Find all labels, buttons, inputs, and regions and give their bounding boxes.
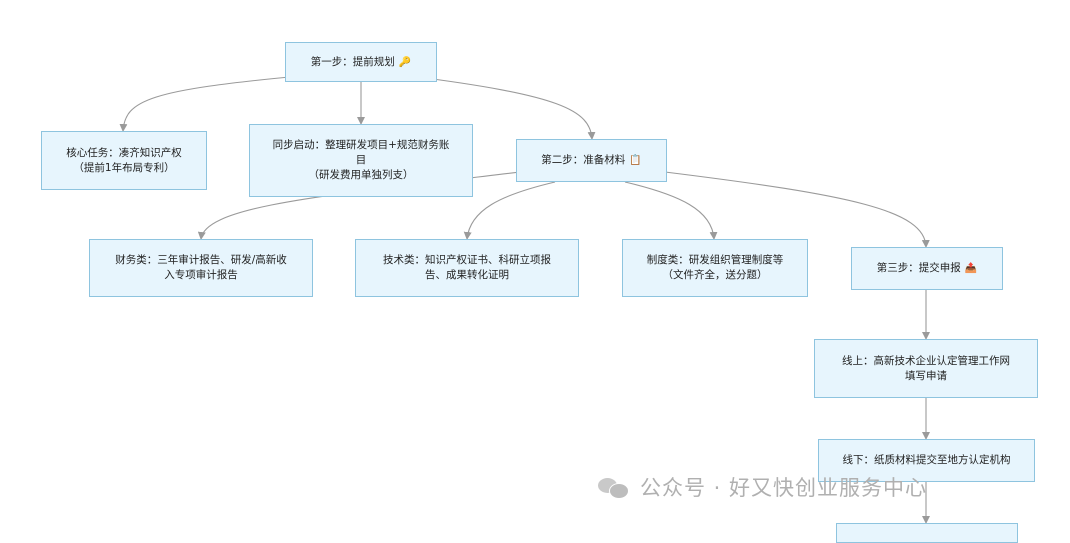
node-online-line-2: 填写申请 (905, 369, 947, 382)
node-finance-line-2: 入专项审计报告 (164, 269, 238, 281)
node-step3: 第三步：提交申报📤 (851, 247, 1003, 290)
node-tech: 技术类：知识产权证书、科研立项报 告、成果转化证明 (355, 239, 579, 297)
node-core-line-1: 核心任务：凑齐知识产权 (66, 146, 182, 159)
edge-step2-step3 (664, 171, 930, 248)
node-core-task: 核心任务：凑齐知识产权 （提前1年布局专利） (41, 131, 207, 190)
node-system-line-2: （文件齐全，送分题） (662, 269, 768, 281)
edge-step2-system (624, 181, 718, 240)
edge-step1-core (119, 75, 301, 132)
node-finance-line-1: 财务类：三年审计报告、研发/高新收 (115, 254, 287, 266)
key-icon: 🔑 (398, 56, 412, 68)
node-sync-line-1: 同步启动：整理研发项目+规范财务账 (272, 139, 450, 151)
wechat-logo-icon (598, 476, 630, 499)
node-online: 线上：高新技术企业认定管理工作网 填写申请 (814, 339, 1038, 398)
edge-step2-tech (463, 181, 556, 240)
flowchart: 第一步：提前规划🔑 核心任务：凑齐知识产权 （提前1年布局专利） 同步启动：整理… (41, 42, 1038, 543)
clipboard-icon: 📋 (629, 155, 642, 166)
node-system: 制度类：研发组织管理制度等 （文件齐全，送分题） (622, 239, 808, 297)
node-step2: 第二步：准备材料📋 (516, 139, 667, 182)
node-step1: 第一步：提前规划🔑 (285, 42, 437, 82)
node-next-partial (836, 523, 1018, 543)
node-tech-line-1: 技术类：知识产权证书、科研立项报 (383, 254, 551, 266)
node-online-line-1: 线上：高新技术企业认定管理工作网 (842, 354, 1010, 367)
node-finance: 财务类：三年审计报告、研发/高新收 入专项审计报告 (89, 239, 313, 297)
node-system-line-1: 制度类：研发组织管理制度等 (646, 254, 784, 266)
node-core-line-2: （提前1年布局专利） (73, 161, 175, 174)
node-sync-start: 同步启动：整理研发项目+规范财务账 目 （研发费用单独列支） (249, 124, 473, 197)
outbox-icon: 📤 (964, 263, 978, 274)
node-tech-line-2: 告、成果转化证明 (425, 269, 509, 281)
node-offline-line-1: 线下：纸质材料提交至地方认定机构 (842, 454, 1011, 466)
node-step1-label: 第一步：提前规划 (310, 55, 395, 68)
node-step2-label: 第二步：准备材料 (541, 154, 626, 166)
watermark: 公众号 · 好又快创业服务中心 (598, 472, 927, 502)
node-sync-line-3: （研发费用单独列支） (308, 169, 414, 181)
node-sync-line-2: 目 (355, 154, 367, 166)
node-step3-label: 第三步：提交申报 (876, 262, 961, 274)
watermark-text: 公众号 · 好又快创业服务中心 (640, 476, 928, 500)
edge-step1-step2 (409, 75, 596, 140)
node-offline: 线下：纸质材料提交至地方认定机构 (818, 439, 1035, 482)
